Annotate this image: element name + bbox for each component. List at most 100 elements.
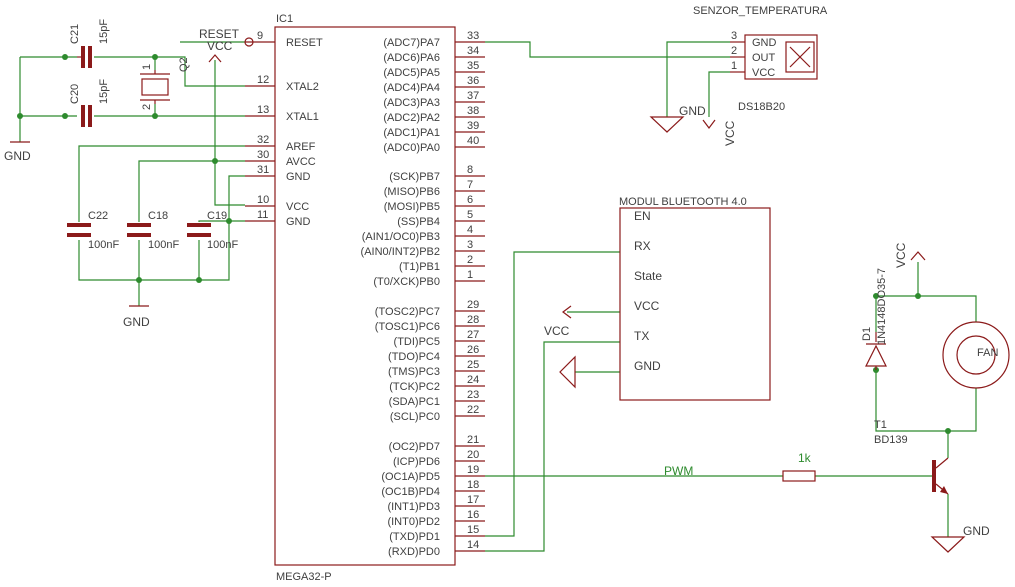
vcc-symbol-reset: VCC	[207, 39, 233, 63]
ic-pin-number: 30	[257, 149, 269, 161]
ic-pin-number: 29	[467, 299, 479, 311]
c22-ref: C22	[88, 210, 108, 222]
bt-pin-name: GND	[634, 359, 661, 373]
capacitor-c19: C19 100nF	[187, 210, 238, 251]
gnd-label-caps: GND	[123, 315, 150, 329]
resistor-1k: 1k	[782, 451, 816, 482]
sensor-pin-name: GND	[752, 37, 777, 49]
q2-ref: Q2	[178, 57, 190, 72]
ic-pin-number: 35	[467, 60, 479, 72]
ic-pin-number: 12	[257, 74, 269, 86]
junction-dots	[17, 54, 951, 434]
ic-ref: IC1	[276, 13, 293, 25]
ic-pin-name: (ADC4)PA4	[383, 82, 440, 94]
wires	[19, 41, 977, 552]
diode-value: 1N4148DO35-7	[876, 268, 888, 345]
ic-pin-name: (SS)PB4	[397, 216, 440, 228]
ic-pin-number: 10	[257, 194, 269, 206]
ic-pin-name: (T1)PB1	[399, 261, 440, 273]
bt-pin-name: State	[634, 269, 662, 283]
transistor-t1: T1 BD139	[874, 419, 949, 495]
ic-pin-number: 33	[467, 30, 479, 42]
ic-pin-name: (TDI)PC5	[394, 336, 440, 348]
gnd-label-left: GND	[4, 149, 31, 163]
ic-pin-number: 6	[467, 194, 473, 206]
ic-pin-number: 13	[257, 104, 269, 116]
ic-pin-name: (TCK)PC2	[389, 381, 440, 393]
bt-pin-name: VCC	[634, 299, 660, 313]
ic-pin-name: (OC1B)PD4	[381, 486, 440, 498]
ic-pin-name: XTAL1	[286, 111, 319, 123]
ic-pin-number: 39	[467, 120, 479, 132]
ic-pin-name: AREF	[286, 141, 316, 153]
ic-pin-number: 2	[467, 254, 473, 266]
ic-pin-name: (ADC1)PA1	[383, 127, 440, 139]
ic-pin-number: 17	[467, 494, 479, 506]
ic-pin-name: (OC1A)PD5	[381, 471, 440, 483]
ic-pin-number: 7	[467, 179, 473, 191]
ic-pin-name: VCC	[286, 201, 309, 213]
bt-pin-name: RX	[634, 239, 651, 253]
ic-pin-number: 3	[467, 239, 473, 251]
ic-pin-name: (TDO)PC4	[388, 351, 440, 363]
ic-pin-number: 9	[257, 30, 263, 42]
vcc-label-fan: VCC	[894, 242, 908, 268]
sensor-pin-number: 2	[731, 45, 737, 57]
ic-pin-number: 32	[257, 134, 269, 146]
ic-pin-number: 38	[467, 105, 479, 117]
ic-pin-number: 15	[467, 524, 479, 536]
ic-pin-name: (TXD)PD1	[389, 531, 440, 543]
crystal-q2: Q2 1 2	[140, 57, 190, 110]
capacitor-c20: C20 15pF	[69, 79, 110, 127]
gnd-symbol-bt	[559, 355, 576, 389]
sensor-title: SENZOR_TEMPERATURA	[693, 5, 828, 17]
ic-pin-name: (SDA)PC1	[389, 396, 440, 408]
ic-pin-number: 24	[467, 374, 479, 386]
ic-pin-name: (ADC0)PA0	[383, 142, 440, 154]
ic-pin-number: 25	[467, 359, 479, 371]
c22-value: 100nF	[88, 239, 119, 251]
bt-title: MODUL BLUETOOTH 4.0	[619, 196, 747, 208]
ic-pin-name: RESET	[286, 37, 323, 49]
ic-pin-name: GND	[286, 216, 311, 228]
ic-pin-name: (INT0)PD2	[387, 516, 440, 528]
c19-value: 100nF	[207, 239, 238, 251]
bt-pin-name: EN	[634, 209, 651, 223]
fan-label: FAN	[977, 347, 998, 359]
ic-pin-number: 37	[467, 90, 479, 102]
ic-pin-name: (TOSC1)PC6	[375, 321, 440, 333]
sensor-pin-name: VCC	[752, 67, 775, 79]
ic-pin-name: (SCL)PC0	[390, 411, 440, 423]
c20-ref: C20	[69, 84, 81, 104]
ic-pin-name: (RXD)PD0	[388, 546, 440, 558]
capacitor-c18: C18 100nF	[127, 210, 179, 251]
ic-pin-number: 11	[257, 209, 268, 221]
ic-pin-number: 19	[467, 464, 479, 476]
ic-pin-name: (T0/XCK)PB0	[373, 276, 440, 288]
ic-pin-name: (MOSI)PB5	[384, 201, 440, 213]
ic-pin-name: AVCC	[286, 156, 316, 168]
ic-pin-name: (SCK)PB7	[389, 171, 440, 183]
gnd-label-sensor: GND	[679, 104, 706, 118]
ic-pin-number: 26	[467, 344, 479, 356]
ic-pin-number: 22	[467, 404, 479, 416]
vcc-symbol-bt: VCC	[544, 305, 572, 338]
transistor-value: BD139	[874, 434, 908, 446]
reset-pin: RESET	[199, 27, 254, 47]
reset-label: RESET	[199, 27, 240, 41]
vcc-symbol-sensor: VCC	[702, 119, 737, 146]
ic-pin-name: (AIN0/INT2)PB2	[361, 246, 440, 258]
ic-pin-number: 16	[467, 509, 479, 521]
sensor-pin-number: 3	[731, 30, 737, 42]
ic-pin-name: GND	[286, 171, 311, 183]
c21-ref: C21	[69, 24, 81, 44]
fan-motor: FAN	[942, 321, 1010, 389]
ic-pin-name: (OC2)PD7	[389, 441, 440, 453]
c21-value: 15pF	[98, 19, 110, 44]
sensor-pin-name: OUT	[752, 52, 776, 64]
capacitor-c22: C22 100nF	[67, 210, 119, 251]
